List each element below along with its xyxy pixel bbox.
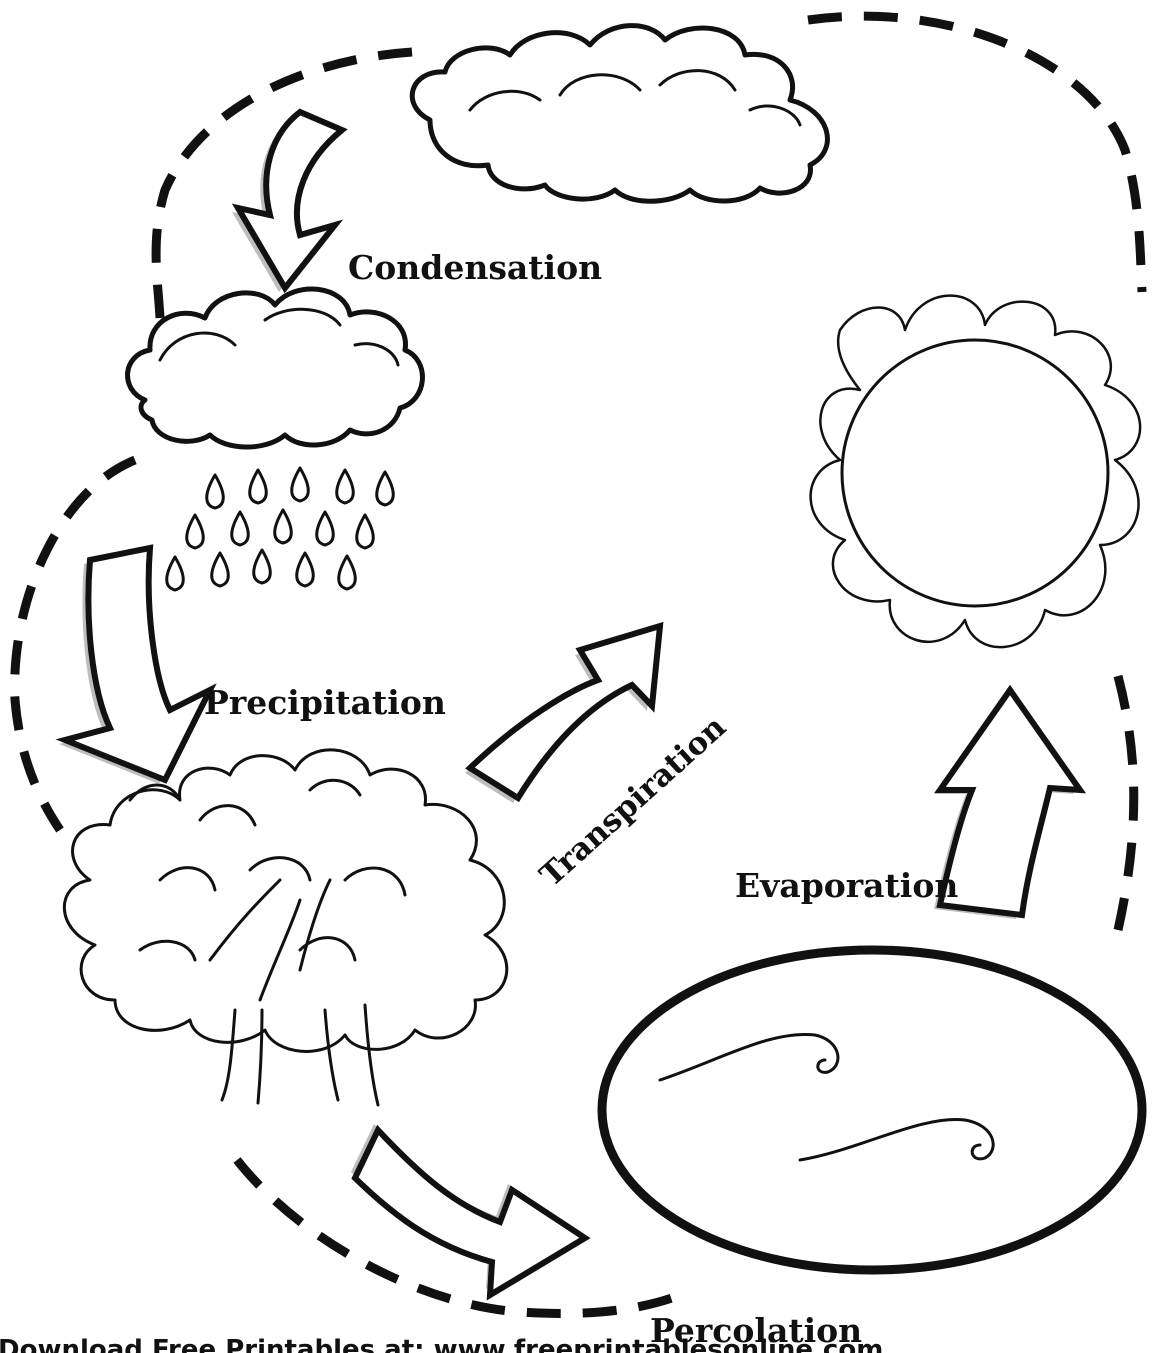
tree [62,748,509,1107]
dashed-path-bottom [233,1157,674,1318]
arrow-evaporation [934,684,1087,919]
sun [809,294,1142,649]
lake [597,945,1147,1275]
raindrops [165,466,395,592]
arrow-percolation [351,1124,591,1301]
label-percolation: Percolation [650,1311,862,1350]
dashed-path-right-top [807,11,1147,293]
arrow-transpiration [465,621,664,803]
arrow-condensation [231,108,348,294]
dashed-path-left [10,455,137,833]
dashed-cycle-paths [10,11,1147,1318]
label-evaporation: Evaporation [735,866,958,905]
wave-2 [798,1118,995,1162]
cloud-top [409,23,830,204]
rain-cloud [125,286,425,450]
tree-trunk [220,1003,380,1107]
arrow-precipitation [55,544,217,784]
dashed-path-top [151,47,413,319]
footer-download-text: Download Free Printables at: www.freepri… [0,1335,883,1353]
sun-rays [809,294,1142,649]
wave-1 [658,1032,840,1082]
label-condensation: Condensation [348,248,602,287]
dashed-path-right-bottom [1113,674,1139,931]
label-precipitation: Precipitation [204,683,446,722]
